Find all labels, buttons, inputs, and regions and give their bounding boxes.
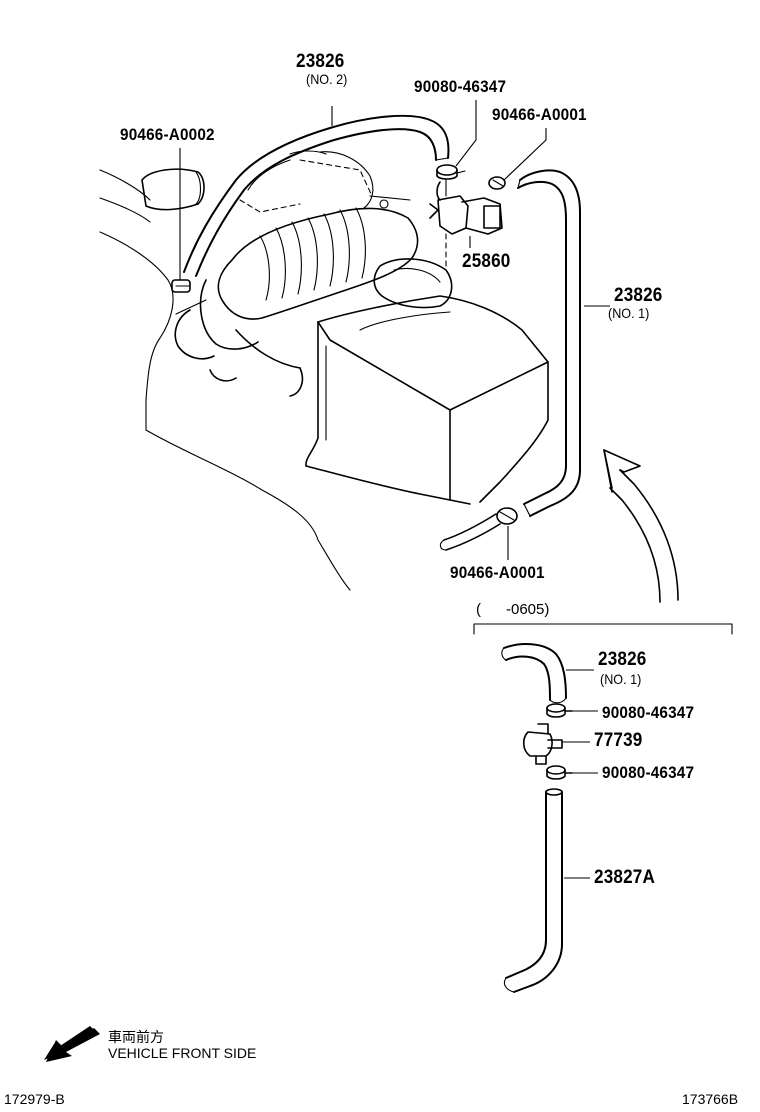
air-cleaner-box <box>305 295 549 505</box>
label-vsv: 25860 <box>462 251 511 272</box>
inset-range-label: ( -0605) <box>476 601 550 618</box>
hose-no1 <box>517 169 581 517</box>
inset-hose-a <box>503 788 590 993</box>
label-inset-hose-no1: 23826 <box>598 649 647 670</box>
label-clip-upper-right: 90466-A0001 <box>492 105 587 124</box>
diagram-code-right: 173766B <box>682 1091 739 1107</box>
label-hose-no2: 23826 <box>296 51 345 72</box>
clamp-upper <box>436 164 466 180</box>
label-hose-no1: 23826 <box>614 285 663 306</box>
inset-valve <box>522 723 590 765</box>
vsv-valve <box>429 179 503 269</box>
label-inset-hose-a: 23827A <box>594 867 655 888</box>
inset-hose-no1 <box>501 643 594 704</box>
label-inset-valve: 77739 <box>594 730 643 751</box>
label-clamp-upper: 90080-46347 <box>414 77 507 96</box>
engine-outline <box>99 168 351 591</box>
direction-label-jp: 車両前方 <box>108 1029 164 1045</box>
hose-no2 <box>183 114 450 277</box>
label-clip-lower: 90466-A0001 <box>450 563 545 582</box>
inset-clamp-a <box>546 703 598 718</box>
inset-clamp-b <box>546 765 598 780</box>
label-inset-hose-no1-sub: (NO. 1) <box>600 671 642 687</box>
direction-label-en: VEHICLE FRONT SIDE <box>108 1045 257 1061</box>
clip-upper-right <box>488 176 506 190</box>
intake-duct <box>174 150 453 397</box>
arrow-down-left-icon <box>44 1026 100 1062</box>
label-hose-no1-sub: (NO. 1) <box>608 305 650 321</box>
clip-left <box>171 279 191 293</box>
label-inset-clamp-a: 90080-46347 <box>602 703 695 722</box>
leader-lines <box>179 100 610 560</box>
diagram-code-left: 172979-B <box>4 1091 65 1107</box>
clip-lower <box>439 507 518 551</box>
label-hose-no2-sub: (NO. 2) <box>306 71 348 87</box>
label-clip-left: 90466-A0002 <box>120 125 215 144</box>
flow-arrow <box>603 449 679 603</box>
label-inset-clamp-b: 90080-46347 <box>602 763 695 782</box>
inset-bracket <box>473 623 733 635</box>
